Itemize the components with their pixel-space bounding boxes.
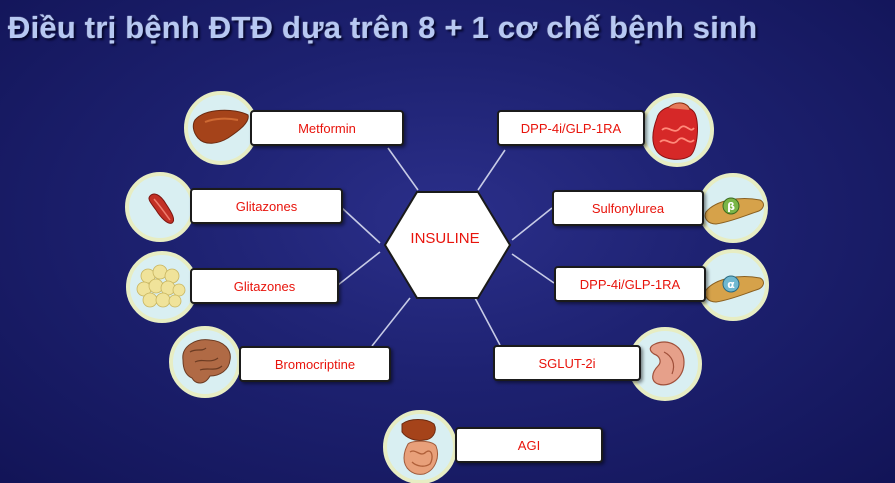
- icon-circle-intestine: [640, 93, 714, 167]
- icon-circle-liver: [184, 91, 258, 165]
- connector-sulfonylurea: [511, 207, 553, 241]
- connector-metformin: [387, 147, 419, 191]
- insuline-label: INSULINE: [410, 230, 480, 247]
- connector-bromocriptine: [371, 297, 411, 347]
- glitazones-fat-box: Glitazones: [190, 268, 339, 304]
- insuline-hexagon: [383, 191, 512, 299]
- svg-text:β: β: [727, 200, 735, 213]
- bromocriptine-box: Bromocriptine: [239, 346, 391, 382]
- connector-dpp4-gut: [477, 149, 506, 191]
- icon-circle-pancreas-alpha: α: [697, 249, 769, 321]
- digestive-system-icon: [401, 419, 436, 441]
- metformin-box: Metformin: [250, 110, 404, 146]
- icon-circle-pancreas-beta: β: [698, 173, 768, 243]
- connector-dpp4-alpha: [511, 253, 555, 284]
- intestine-icon: [652, 105, 698, 160]
- fat-tissue-icon: [136, 264, 186, 308]
- icon-circle-kidney: [628, 327, 702, 401]
- connector-glitazones-muscle: [341, 207, 381, 244]
- agi-box: AGI: [455, 427, 603, 463]
- sulfonylurea-box: Sulfonylurea: [552, 190, 704, 226]
- slide-title: Điều trị bệnh ĐTĐ dựa trên 8 + 1 cơ chế …: [8, 10, 758, 45]
- dpp4-gut-box: DPP-4i/GLP-1RA: [497, 110, 645, 146]
- svg-text:α: α: [727, 278, 735, 291]
- icon-circle-digestive: [383, 410, 457, 483]
- connector-glitazones-fat: [337, 251, 381, 286]
- icon-circle-fat: [126, 251, 198, 323]
- dpp4-alpha-box: DPP-4i/GLP-1RA: [554, 266, 706, 302]
- kidney-icon: [649, 341, 685, 386]
- icon-circle-muscle: [125, 172, 195, 242]
- icon-circle-brain: [169, 326, 241, 398]
- glitazones-muscle-box: Glitazones: [190, 188, 343, 224]
- connector-sglt2: [474, 297, 501, 346]
- sglt2-box: SGLUT-2i: [493, 345, 641, 381]
